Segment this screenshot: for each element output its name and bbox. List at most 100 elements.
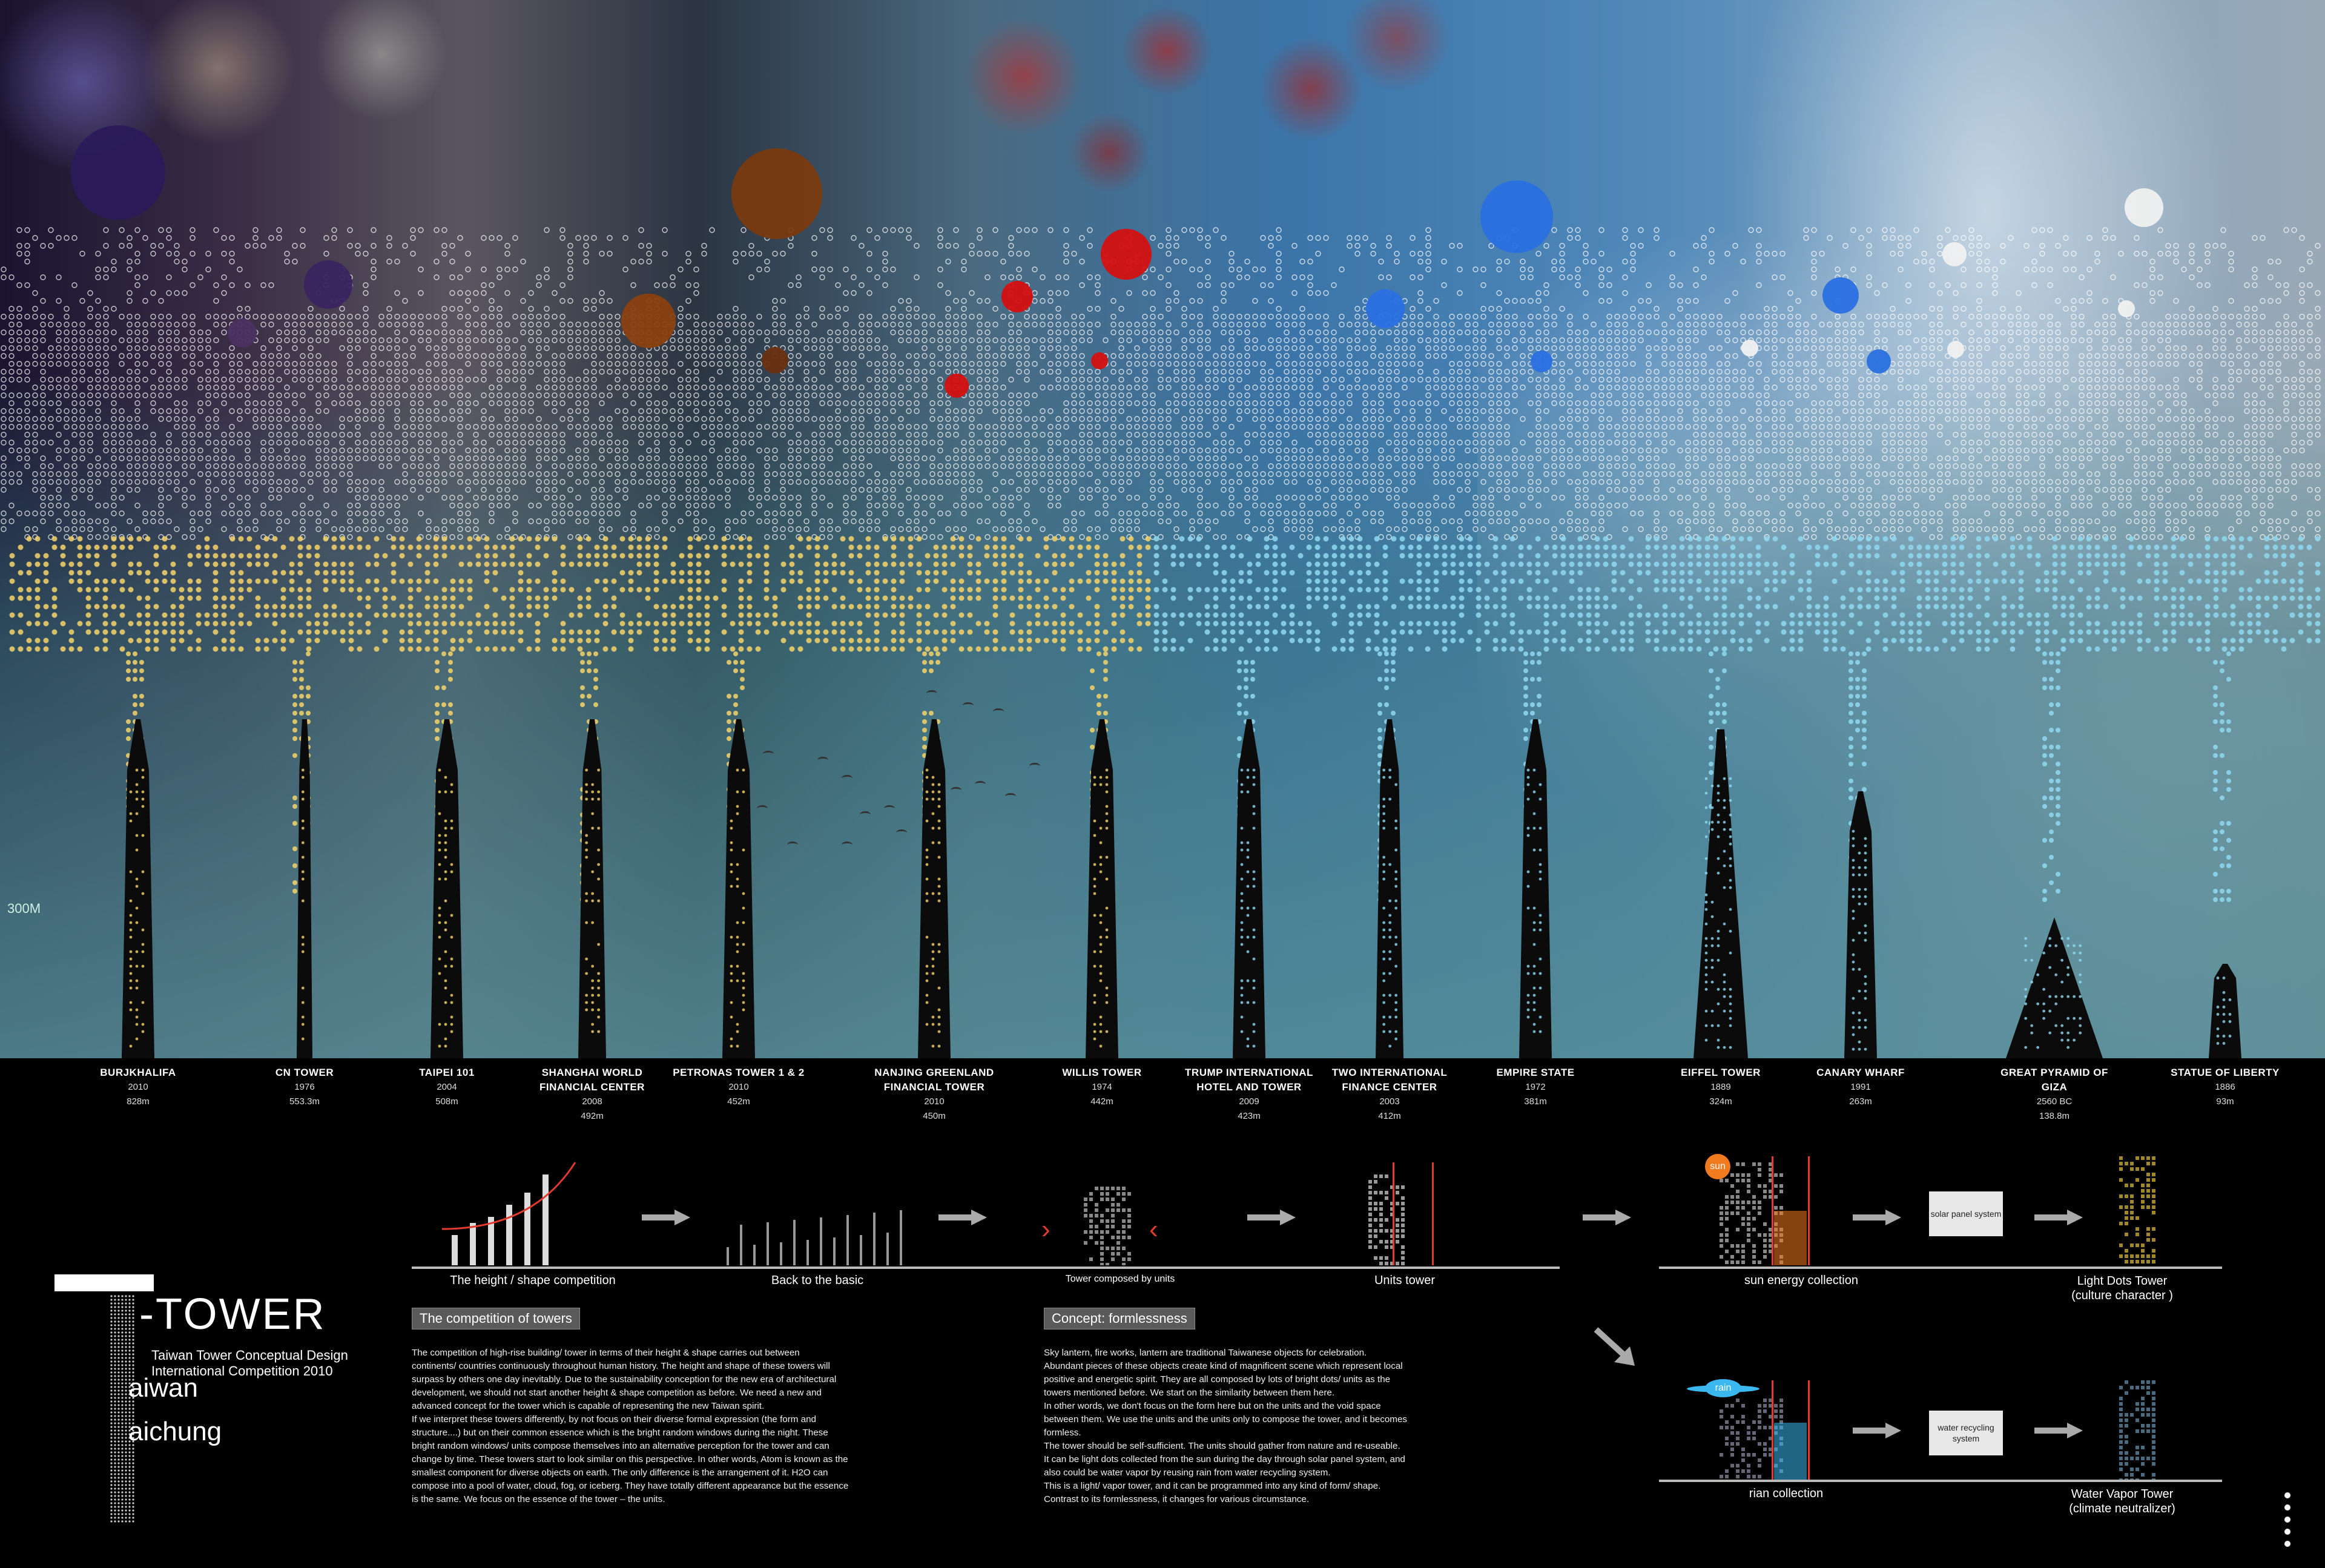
tower-name: GREAT PYRAMID OF GIZA [2000, 1067, 2108, 1093]
tower-silhouette [1376, 719, 1403, 1058]
body-line: structure....) but on their common essen… [412, 1428, 828, 1438]
rain-collection-caption: rian collection [1749, 1487, 1824, 1500]
bird-icon [896, 829, 907, 836]
logo-city-taichung: aichung [128, 1417, 222, 1446]
body-line: It can be light dots collected from the … [1044, 1454, 1405, 1464]
bird-icon [842, 775, 852, 782]
tower-year: 2010 [924, 1096, 945, 1107]
tower-height: 452m [727, 1096, 750, 1107]
water-vapor-tower-subtitle: (climate neutralizer) [2069, 1502, 2175, 1515]
tower-name: PETRONAS TOWER 1 & 2 [673, 1067, 805, 1078]
bird-icon [860, 811, 871, 818]
tower-height: 828m [127, 1096, 150, 1107]
tower-silhouette [918, 719, 951, 1058]
sun-graphics [1720, 1156, 2155, 1265]
arrow-icon [1247, 1210, 1296, 1225]
body-line: continents/ countries continuously throu… [412, 1361, 830, 1371]
body-line: Contrast to its formlessness, it changes… [1044, 1494, 1310, 1504]
body-line: This is a light/ vapor tower, and it can… [1044, 1481, 1381, 1491]
sun-baseline [1659, 1267, 2222, 1269]
body-line: formless. [1044, 1428, 1081, 1438]
tower-name: EIFFEL TOWER [1681, 1067, 1761, 1078]
orb-icon [1101, 229, 1152, 280]
tower-silhouette [122, 719, 154, 1058]
concept-body: Sky lantern, fire works, lantern are tra… [1044, 1346, 1601, 1506]
logo-subtitle-line-1: Taiwan Tower Conceptual Design [151, 1348, 348, 1363]
tower-year: 1991 [1850, 1082, 1871, 1092]
tower-label: NANJING GREENLAND FINANCIAL TOWER 2010 450… [868, 1066, 1001, 1124]
orb-icon [1942, 242, 1967, 266]
body-line: Abundant pieces of these objects create … [1044, 1361, 1403, 1371]
tower-silhouette [430, 719, 463, 1058]
orb-icon [731, 148, 822, 239]
body-line: compose into a pool of water, cloud, fog… [412, 1481, 849, 1491]
bird-icon [884, 805, 895, 812]
body-line: surpass by others one day inevitably. Du… [412, 1374, 837, 1385]
tower-height: 450m [923, 1111, 946, 1121]
body-line: change by time. These towers start to lo… [412, 1454, 848, 1464]
body-line: advanced concept for the tower which is … [412, 1401, 765, 1411]
bird-icon [787, 842, 798, 848]
logo-title: -TOWER [139, 1290, 326, 1339]
arrow-icon [1853, 1210, 1901, 1225]
tower-year: 2010 [128, 1082, 148, 1092]
logo-city-taiwan: aiwan [128, 1373, 198, 1403]
rain-graphics [1720, 1380, 2155, 1480]
tower-name: NANJING GREENLAND FINANCIAL TOWER [874, 1067, 994, 1093]
water-recycling-system-box: water recycling system [1929, 1411, 2003, 1455]
sun-icon: sun [1705, 1154, 1730, 1179]
tower-year: 1974 [1092, 1082, 1112, 1092]
tower-year: 1976 [294, 1082, 315, 1092]
body-line: positive and energetic spirit. They are … [1044, 1374, 1391, 1385]
dot-field [1, 125, 2321, 1058]
tower-year: 2008 [582, 1096, 602, 1107]
more-options-icon[interactable] [2284, 1492, 2292, 1553]
sun-energy-caption: sun energy collection [1744, 1274, 1858, 1287]
tower-height: 423m [1238, 1111, 1261, 1121]
orb-icon [621, 294, 676, 348]
arrow-icon [938, 1210, 987, 1225]
diagonal-arrow-icon [1592, 1326, 1641, 1366]
orb-icon [1867, 349, 1891, 374]
orb-icon [304, 260, 352, 309]
body-line: If we interpret these towers differently… [412, 1414, 817, 1425]
orb-icon [2125, 188, 2163, 227]
tower-height: 381m [1524, 1096, 1547, 1107]
arrow-icon [1583, 1210, 1631, 1225]
tower-name: CANARY WHARF [1816, 1067, 1905, 1078]
orb-icon [1001, 281, 1033, 312]
body-line: smallest component for diverse objects o… [412, 1468, 828, 1478]
tower-name: CN TOWER [275, 1067, 334, 1078]
tower-name: TRUMP INTERNATIONAL HOTEL AND TOWER [1185, 1067, 1313, 1093]
scale-label: 300M [7, 901, 41, 916]
arrow-icon [1853, 1423, 1901, 1438]
arrow-icon [642, 1210, 690, 1225]
orb-icon [1822, 277, 1859, 314]
tower-year: 2010 [728, 1082, 749, 1092]
water-vapor-tower-caption: Water Vapor Tower (climate neutralizer) [2034, 1487, 2210, 1516]
arrow-icon [2034, 1423, 2083, 1438]
tower-label: TRUMP INTERNATIONAL HOTEL AND TOWER 2009 4… [1182, 1066, 1316, 1124]
tower-silhouette [1519, 719, 1552, 1058]
tower-year: 2009 [1239, 1096, 1259, 1107]
tower-silhouette [1844, 791, 1877, 1058]
step-height-competition: The height / shape competition [450, 1274, 616, 1287]
tower-year: 2003 [1379, 1096, 1400, 1107]
tower-silhouette [1233, 719, 1265, 1058]
arrow-icon [2034, 1210, 2083, 1225]
bird-icon [975, 781, 986, 788]
step-units-tower: Units tower [1374, 1274, 1436, 1287]
orb-icon [762, 347, 788, 374]
tower-name: BURJKHALIFA [100, 1067, 176, 1078]
body-line: In other words, we don't focus on the fo… [1044, 1401, 1381, 1411]
orb-icon [1366, 289, 1405, 328]
tower-height: 442m [1090, 1096, 1113, 1107]
rain-cloud-icon: rain [1687, 1379, 1759, 1397]
tower-silhouette [1693, 729, 1748, 1058]
tower-silhouette [1086, 719, 1118, 1058]
